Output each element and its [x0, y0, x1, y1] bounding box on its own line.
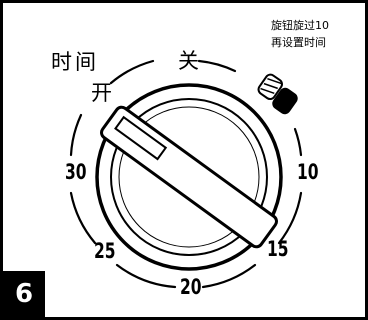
instruction-note: 旋钮旋过10 再设置时间	[271, 17, 329, 51]
timer-knob[interactable]	[95, 83, 283, 271]
timer-dial-illustration	[69, 59, 303, 289]
step-number-badge: 6	[3, 271, 45, 317]
scale-mark-25: 25	[94, 239, 116, 263]
knob-pointer-icon	[257, 73, 283, 101]
rotation-arrow-icon	[272, 87, 298, 115]
scale-mark-15: 15	[267, 237, 289, 261]
scale-mark-20: 20	[180, 275, 202, 299]
off-label: 关	[178, 49, 199, 73]
instruction-line-2: 再设置时间	[271, 36, 326, 49]
scale-mark-10: 10	[297, 160, 319, 184]
scale-mark-30: 30	[65, 160, 87, 184]
instruction-line-1: 旋钮旋过10	[271, 19, 329, 32]
scale-arc	[69, 59, 303, 289]
time-label: 时间	[51, 50, 99, 74]
on-label: 开	[91, 81, 112, 105]
